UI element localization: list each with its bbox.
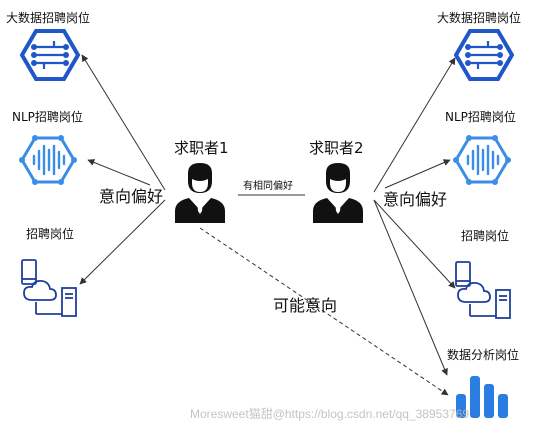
cloud-devices-icon-right bbox=[455, 261, 511, 319]
data-analysis-bars-icon bbox=[456, 376, 508, 418]
right-job-nlp-label: NLP招聘岗位 bbox=[445, 110, 516, 124]
bigdata-hex-icon bbox=[19, 29, 81, 81]
arrow-left-bigdata bbox=[81, 54, 166, 191]
arrow-right-bigdata bbox=[373, 57, 456, 193]
nlp-waveform-icon-right bbox=[453, 135, 511, 185]
right-job-general-label: 招聘岗位 bbox=[461, 229, 510, 243]
right-job-analysis-label: 数据分析岗位 bbox=[447, 348, 520, 362]
seeker1-label: 求职者1 bbox=[174, 139, 229, 157]
seeker2-label: 求职者2 bbox=[309, 139, 364, 157]
arrow-left-jobs bbox=[79, 199, 166, 285]
left-preference-label: 意向偏好 bbox=[99, 187, 164, 206]
same-preference-label: 有相同偏好 bbox=[243, 181, 293, 192]
arrow-left-nlp bbox=[87, 159, 151, 186]
arrow-right-jobs bbox=[373, 199, 456, 289]
bigdata-hex-icon-right bbox=[453, 29, 515, 81]
seeker1-avatar-icon bbox=[175, 163, 225, 223]
left-job-general-label: 招聘岗位 bbox=[26, 227, 75, 241]
left-job-nlp-label: NLP招聘岗位 bbox=[12, 110, 83, 124]
arrow-right-nlp bbox=[384, 159, 451, 189]
right-preference-label: 意向偏好 bbox=[383, 190, 448, 209]
cloud-devices-icon bbox=[21, 259, 77, 317]
possible-intent-arrow bbox=[199, 227, 449, 396]
seeker2-avatar-icon bbox=[313, 163, 363, 223]
nlp-waveform-icon bbox=[19, 135, 77, 185]
arrow-right-analysis bbox=[373, 199, 448, 376]
watermark-text: Moresweet猫甜@https://blog.csdn.net/qq_389… bbox=[190, 407, 470, 421]
right-job-bigdata-label: 大数据招聘岗位 bbox=[437, 11, 522, 25]
possible-intent-label: 可能意向 bbox=[273, 296, 338, 315]
left-job-bigdata-label: 大数据招聘岗位 bbox=[6, 11, 91, 25]
